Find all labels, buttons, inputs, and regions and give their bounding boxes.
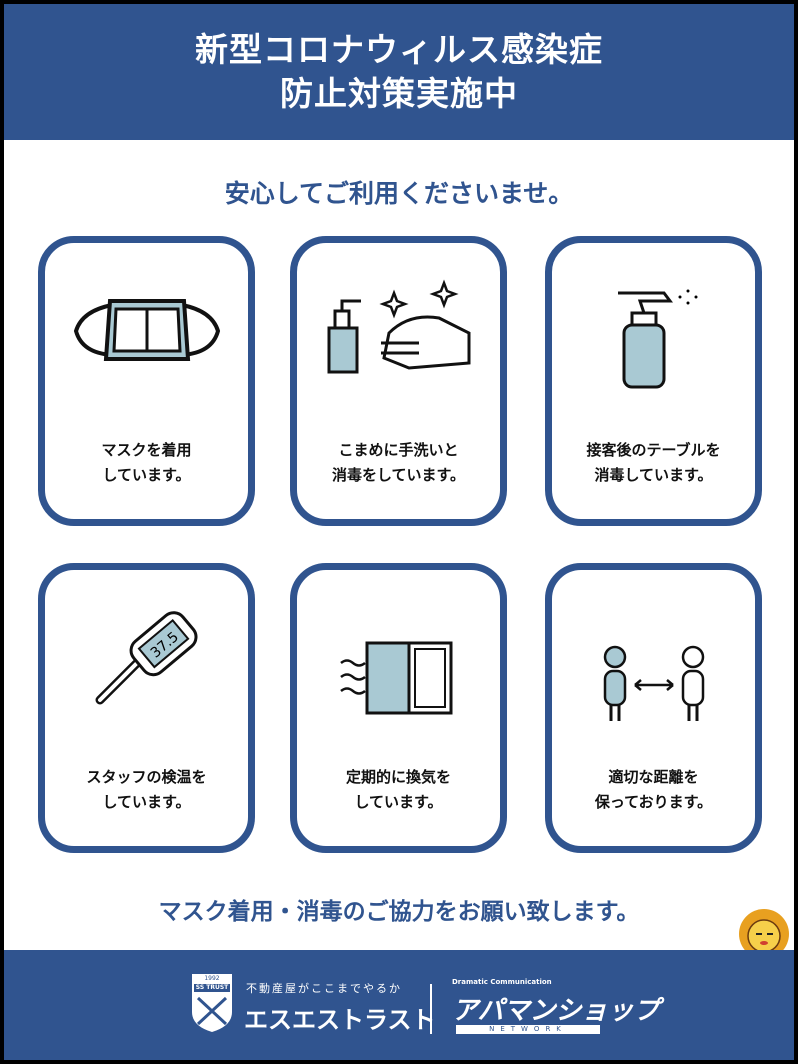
card-text-line: マスクを着用 [101, 441, 192, 459]
card-text-line: しています。 [102, 466, 191, 484]
card-text-line: 消毒しています。 [594, 466, 713, 484]
card-text-line: 適切な距離を [608, 768, 699, 786]
header-banner: 新型コロナウィルス感染症 防止対策実施中 [4, 4, 794, 140]
card-text-line: スタッフの検温を [86, 768, 207, 786]
window-ventilation-icon [339, 641, 452, 715]
ss-tagline: 不動産屋がここまでやるか [246, 982, 402, 995]
poster: 新型コロナウィルス感染症 防止対策実施中 安心してご利用くださいませ。 マスクを… [4, 4, 794, 1060]
card-text-line: 定期的に換気を [345, 768, 451, 786]
card-table-disinfect: 接客後のテーブルを消毒しています。 [545, 236, 762, 526]
social-distance-icon [603, 645, 704, 721]
ss-badge-name: SS TRUST [195, 984, 229, 991]
apaman-network-bar: NETWORK [456, 1025, 600, 1034]
card-ventilation: 定期的に換気をしています。 [290, 563, 507, 853]
hand-sanitizer-icon [327, 279, 470, 374]
card-text-line: しています。 [102, 793, 191, 811]
title-line-2: 防止対策実施中 [280, 74, 518, 113]
card-temperature: 37.5 スタッフの検温をしています。 [38, 563, 255, 853]
card-text-line: 接客後のテーブルを [586, 441, 721, 459]
subtitle: 安心してご利用くださいませ。 [224, 179, 574, 208]
card-text-line: しています。 [354, 793, 443, 811]
card-handwash: こまめに手洗いと消毒をしています。 [290, 236, 507, 526]
mask-icon [73, 299, 220, 361]
ss-trust-badge-icon [192, 974, 232, 1032]
thermometer-icon: 37.5 [95, 611, 197, 705]
spray-bottle-icon [617, 289, 697, 389]
card-text-line: 保っております。 [594, 793, 713, 811]
card-distance: 適切な距離を保っております。 [545, 563, 762, 853]
apaman-shop-logo-text: アパマンショップ [452, 996, 660, 1026]
apaman-tagline: Dramatic Communication [452, 978, 552, 986]
card-text-line: こまめに手洗いと [338, 441, 459, 459]
card-text-line: 消毒をしています。 [331, 466, 466, 484]
cooperation-message: マスク着用・消毒のご協力をお願い致します。 [158, 899, 640, 925]
ss-badge-year: 1992 [204, 975, 220, 982]
title-line-1: 新型コロナウィルス感染症 [195, 30, 603, 69]
footer: 1992 SS TRUST 不動産屋がここまでやるか エスエストラスト Dram… [4, 950, 794, 1060]
card-mask: マスクを着用しています。 [38, 236, 255, 526]
ss-trust-logo-text: エスエストラスト [244, 1006, 436, 1034]
logo-divider [430, 984, 432, 1034]
